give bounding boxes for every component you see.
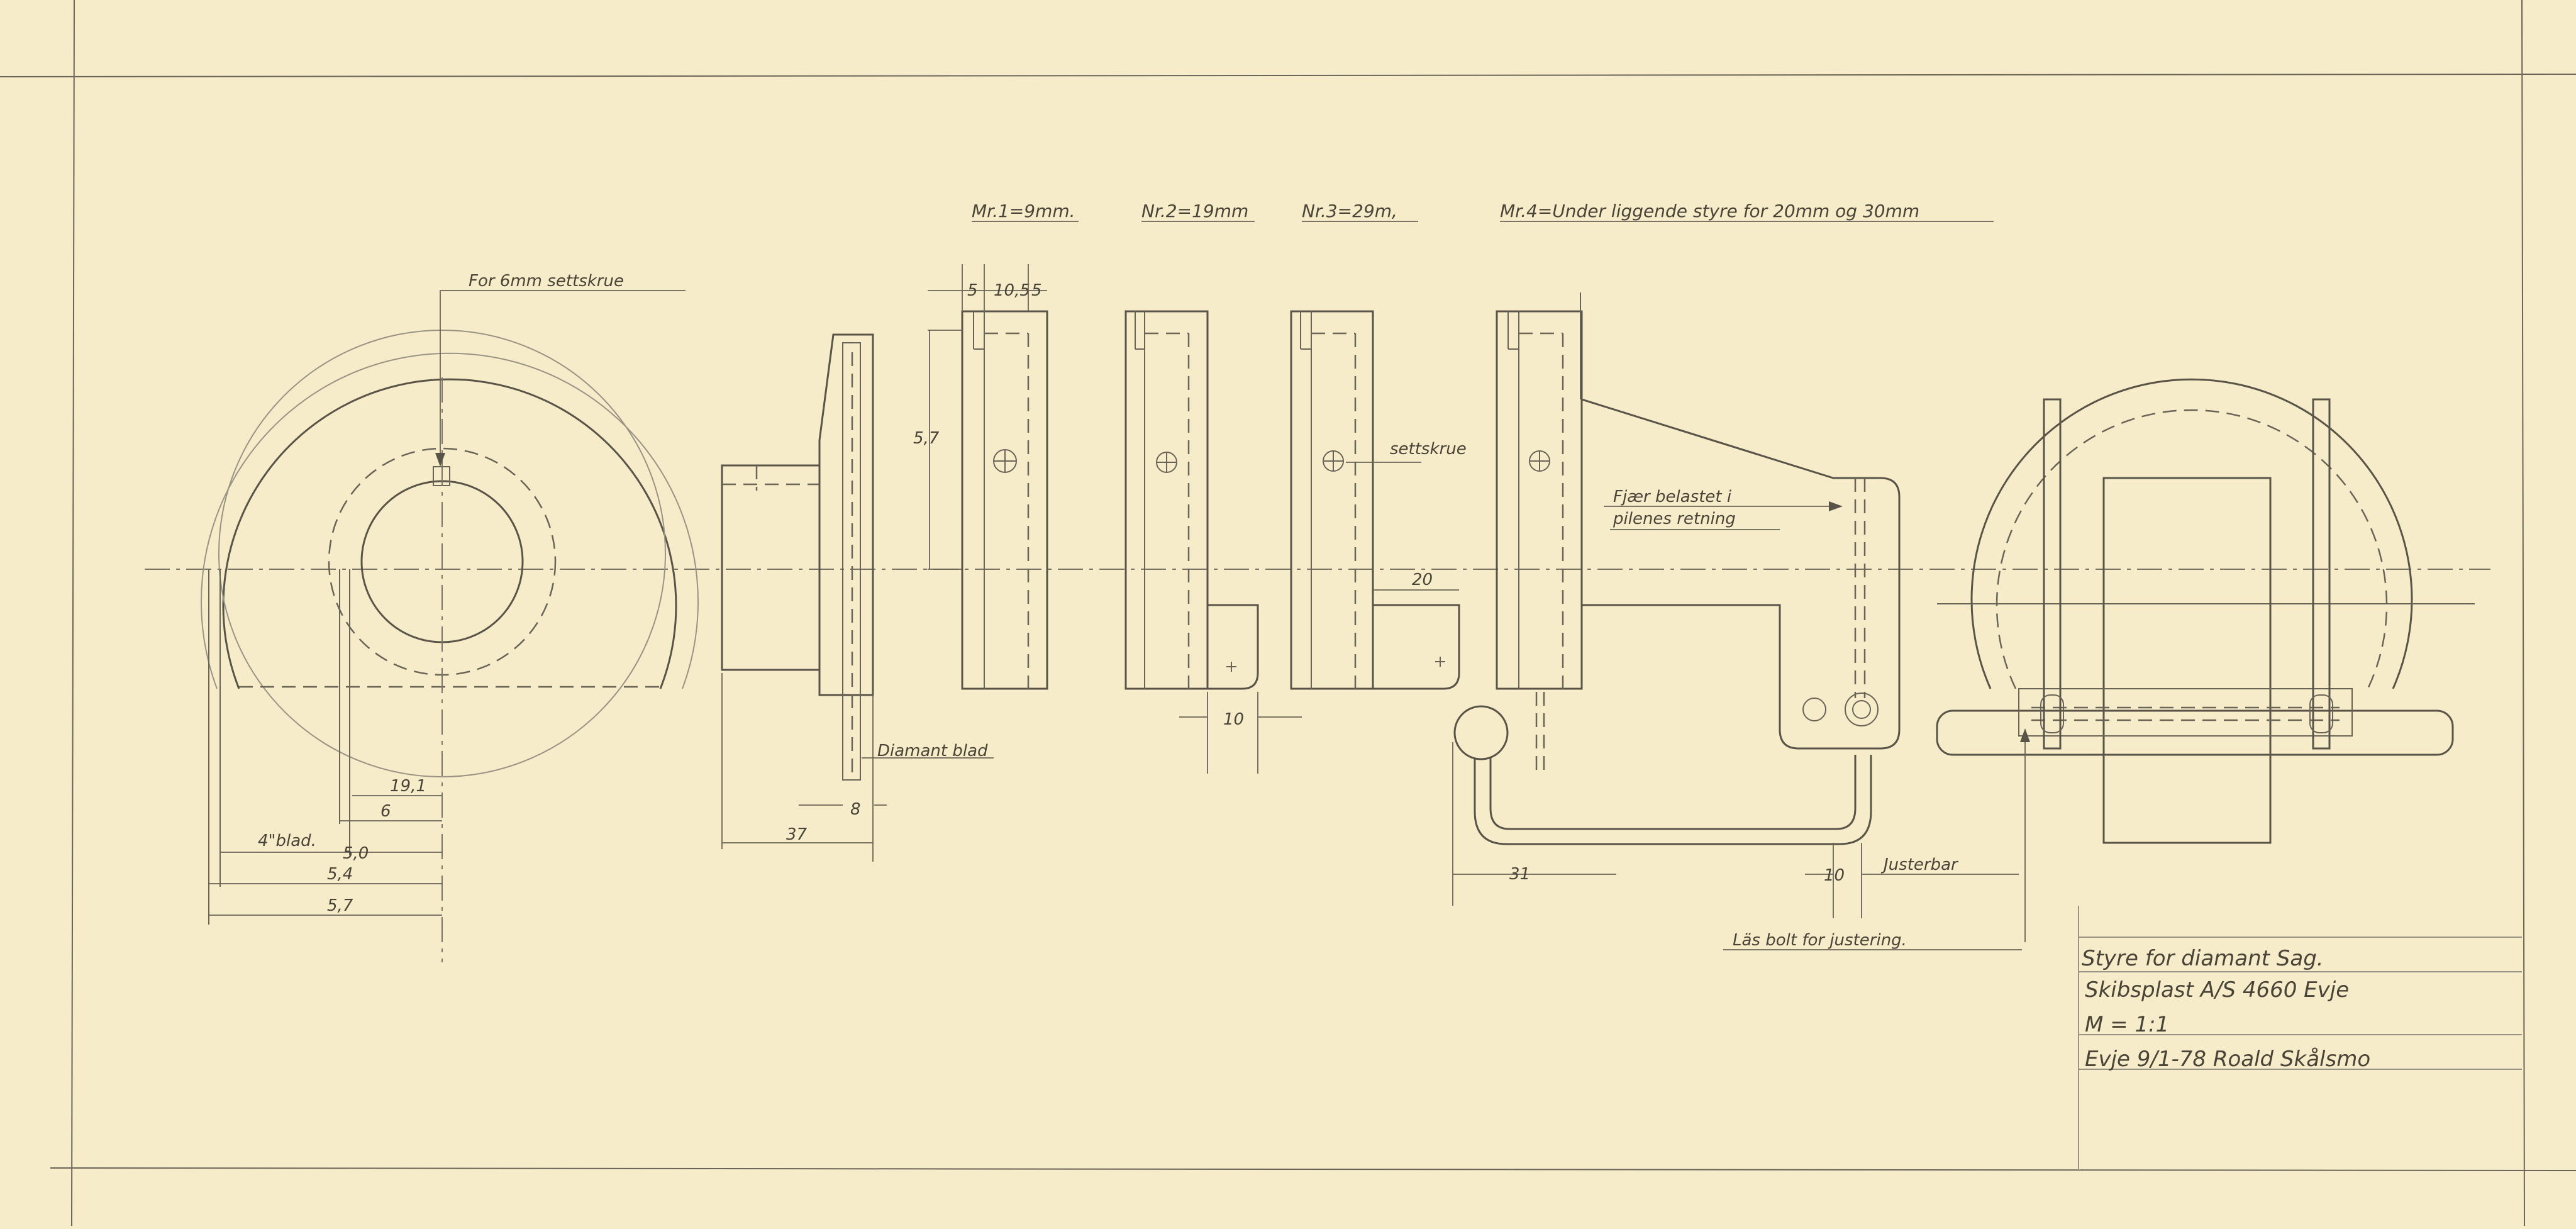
note-lock-bolt: Läs bolt for justering. bbox=[1733, 931, 1907, 950]
note-set-screw: settskrue bbox=[1390, 440, 1467, 459]
dim-19-1: 19,1 bbox=[390, 777, 426, 796]
title-line-4: Evje 9/1-78 Roald Skålsmo bbox=[2085, 1047, 2370, 1072]
dim-5-left: 5 bbox=[967, 281, 978, 300]
dim-5-right: 5 bbox=[1031, 281, 1042, 300]
title-line-2: Skibsplast A/S 4660 Evje bbox=[2085, 977, 2349, 1003]
dim-5-7-part: 5,7 bbox=[913, 429, 940, 448]
note-diamond-blade: Diamant blad bbox=[877, 742, 988, 760]
title-line-1: Styre for diamant Sag. bbox=[2082, 946, 2324, 971]
header-nr1: Mr.1=9mm. bbox=[972, 201, 1075, 221]
title-block: Styre for diamant Sag. Skibsplast A/S 46… bbox=[2078, 906, 2522, 1170]
note-spring-loaded: Fjær belastet i bbox=[1613, 487, 1732, 506]
dim-5-0: 5,0 bbox=[343, 844, 369, 863]
hub-side-view: 37 8 Diamant blad bbox=[721, 333, 994, 862]
title-line-3: M = 1:1 bbox=[2085, 1012, 2169, 1037]
dim-5-7: 5,7 bbox=[327, 896, 353, 915]
right-end-view: Läs bolt for justering. bbox=[1723, 378, 2475, 950]
dim-20: 20 bbox=[1412, 570, 1433, 589]
dim-37: 37 bbox=[786, 825, 808, 844]
header-nr3: Nr.3=29m, bbox=[1302, 201, 1397, 221]
note-set-screw-6mm: For 6mm settskrue bbox=[469, 272, 624, 291]
header-nr2: Nr.2=19mm bbox=[1141, 201, 1248, 221]
note-arrow-direction: pilenes retning bbox=[1613, 509, 1736, 528]
header-nr4: Mr.4=Under liggende styre for 20mm og 30… bbox=[1500, 201, 1919, 221]
note-4-inch-blade: 4"blad. bbox=[258, 831, 316, 850]
dim-5-4: 5,4 bbox=[327, 865, 353, 884]
guide-nr3: settskrue 20 bbox=[1290, 310, 1467, 690]
dim-10-a: 10 bbox=[1223, 710, 1244, 729]
dim-10-5: 10,5 bbox=[994, 281, 1030, 300]
dim-31: 31 bbox=[1509, 865, 1530, 884]
dim-10-b: 10 bbox=[1824, 866, 1845, 885]
guide-nr1: 5 10,5 5 5,7 bbox=[913, 264, 1048, 690]
dim-8: 8 bbox=[850, 800, 861, 819]
note-adjustable: Justerbar bbox=[1880, 855, 1959, 874]
left-circular-view: For 6mm settskrue 19,1 6 4"blad. 5,0 5,4… bbox=[201, 272, 699, 962]
guide-nr2: 10 bbox=[1124, 310, 1302, 774]
dim-6: 6 bbox=[380, 802, 391, 821]
guide-nr4: Fjær belastet i pilenes retning 31 10 Ju… bbox=[1452, 292, 2019, 918]
